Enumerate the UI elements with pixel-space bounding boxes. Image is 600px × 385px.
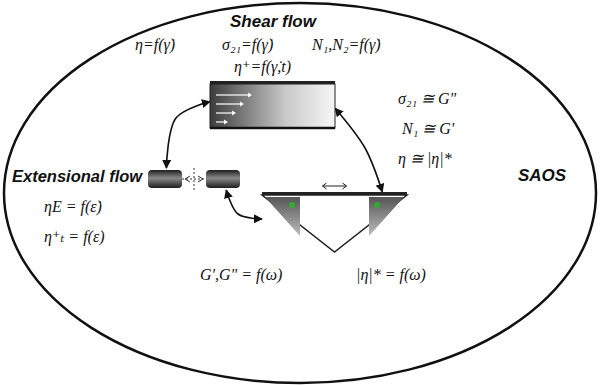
enclosing-ellipse [4,3,596,383]
section-heading: Shear flow [230,12,316,32]
relation-label: N₁ ≅ G' [402,120,454,138]
velocity-arrow-head [248,93,252,98]
filament-end [206,170,240,188]
marker-dot [289,202,295,208]
sheared-sample [210,84,335,128]
velocity-arrow-head [232,111,236,116]
shear-plate: Shear flowη=f(γ̇)σ₂₁=f(γ̇)N₁,N₂=f(γ̇)η⁺=… [210,84,335,128]
section-heading: Extensional flow [12,167,142,186]
equation: ηE = f(ε̇) [44,198,102,216]
equation: η⁺ₜ = f(ε) [44,228,105,246]
double-arrow [335,108,382,192]
equation: σ₂₁=f(γ̇) [222,36,273,54]
double-arrow [226,190,262,219]
stretch-arrows [185,176,203,182]
velocity-arrow-head [224,120,228,125]
velocity-arrow [216,112,232,113]
relation-label: σ₂₁ ≅ G" [398,90,456,108]
equation: G',G" = f(ω) [200,266,282,284]
velocity-arrow [216,103,240,104]
extensional-filament: Extensional flowηE = f(ε̇)η⁺ₜ = f(ε) [148,168,240,190]
node-illustration [210,84,335,128]
axis-line [194,168,195,190]
equation: η⁺=f(γ̇,t) [234,58,291,76]
filament-end [148,170,182,188]
sample-wedge [265,197,300,236]
fixed-plate [210,127,335,130]
equation: N₁,N₂=f(γ̇) [312,36,381,54]
section-heading: SAOS [518,166,566,186]
cone-outline [262,195,407,252]
cone-plate: SAOSG',G" = f(ω)|η|* = f(ω) [262,192,407,252]
velocity-arrow [216,94,248,95]
marker-dot [374,202,380,208]
node-illustration [148,168,240,190]
equation: |η|* = f(ω) [356,266,426,284]
oscillation-arrow [323,183,347,189]
equation: η=f(γ̇) [135,36,175,54]
velocity-arrow [216,121,224,122]
sample-wedge [369,197,404,236]
relation-label: η ≅ |η|* [398,150,452,168]
double-arrow [166,102,210,168]
velocity-arrow-head [240,102,244,107]
node-illustration [262,192,407,252]
